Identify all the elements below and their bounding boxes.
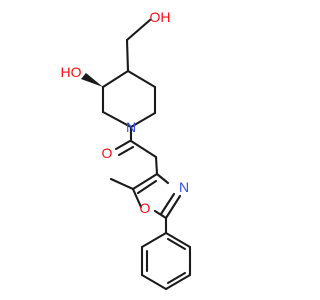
atom-label-o-carbonyl: O (102, 145, 113, 161)
atom-label-ho-ring: HO (61, 64, 82, 80)
atom-label-o-oxazole: O (140, 200, 151, 216)
bond-ph-3 (140, 273, 168, 291)
bond-c4ox-n3 (155, 172, 170, 185)
bond-ph-6 (164, 231, 192, 249)
bond-n1-c2 (101, 110, 133, 129)
bond-ph-inner-3 (166, 237, 187, 251)
atom-label-n-oxazole: N (179, 179, 189, 195)
bond-ph-inner-2 (166, 271, 187, 285)
molecule-structure: OH HO N O N O (61, 9, 192, 291)
bond-c2ox-n3-2 (159, 192, 176, 216)
bond-ph-1 (140, 231, 168, 249)
bond-c6-n1 (129, 111, 157, 129)
bond-carbonyl-c-o-2 (117, 145, 135, 157)
bond-ch2-oxazole (154, 155, 159, 176)
bond-c4ox-c5ox-1 (131, 172, 159, 191)
structure-canvas: OH HO N O N O (61, 9, 192, 291)
atom-label-oh-top: OH (150, 9, 171, 25)
bond-c5ox-o1 (131, 187, 143, 209)
bond-carbonyl-ch2 (129, 139, 158, 159)
bond-oh-ch2 (125, 18, 152, 42)
bond-c2ox-n3-1 (164, 194, 182, 220)
bond-ch2-c4 (125, 38, 130, 73)
bond-c5ox-methyl (109, 177, 135, 191)
wedge-bond-c3-oh (81, 73, 103, 87)
bond-c3-c4 (101, 69, 130, 89)
atom-label-n-piperidine: N (126, 119, 136, 135)
bond-c4-c5 (126, 69, 157, 89)
bond-carbonyl-c-o-1 (114, 139, 132, 151)
bond-c4ox-c5ox-2 (136, 179, 158, 195)
bond-ph-4 (164, 273, 192, 291)
